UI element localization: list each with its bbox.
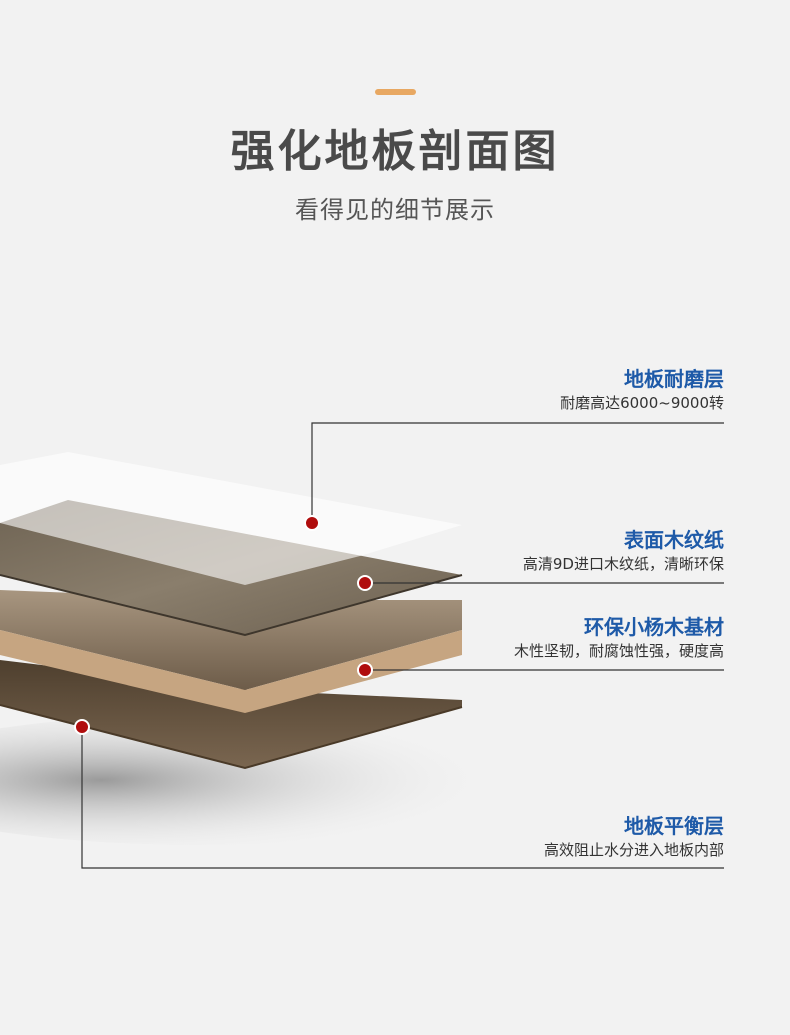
- marker-wood-grain: [357, 575, 373, 591]
- marker-balance-layer: [74, 719, 90, 735]
- core-top: [0, 590, 462, 690]
- wear-layer: [0, 452, 462, 585]
- floor-shadow: [0, 715, 530, 845]
- balance-layer: [0, 660, 462, 768]
- layer-desc: 木性坚韧，耐腐蚀性强，硬度高: [513, 642, 724, 660]
- layer-name: 地板平衡层: [624, 814, 724, 838]
- accent-bar: [375, 89, 416, 95]
- label-balance-layer: 地板平衡层 高效阻止水分进入地板内部: [544, 813, 724, 861]
- label-core: 环保小杨木基材 木性坚韧，耐腐蚀性强，硬度高: [514, 614, 724, 662]
- layer-name: 表面木纹纸: [624, 528, 724, 552]
- layer-desc: 耐磨高达6000~9000转: [560, 394, 724, 412]
- page-title: 强化地板剖面图: [230, 126, 560, 177]
- label-wood-grain: 表面木纹纸 高清9D进口木纹纸，清晰环保: [523, 527, 724, 575]
- layer-name: 环保小杨木基材: [584, 615, 724, 639]
- label-wear-layer: 地板耐磨层 耐磨高达6000~9000转: [560, 366, 724, 414]
- layer-name: 地板耐磨层: [624, 367, 724, 391]
- marker-wear-layer: [304, 515, 320, 531]
- page-subtitle: 看得见的细节展示: [295, 196, 495, 224]
- layer-desc: 高清9D进口木纹纸，清晰环保: [522, 555, 724, 573]
- marker-core: [357, 662, 373, 678]
- layer-desc: 高效阻止水分进入地板内部: [543, 841, 724, 859]
